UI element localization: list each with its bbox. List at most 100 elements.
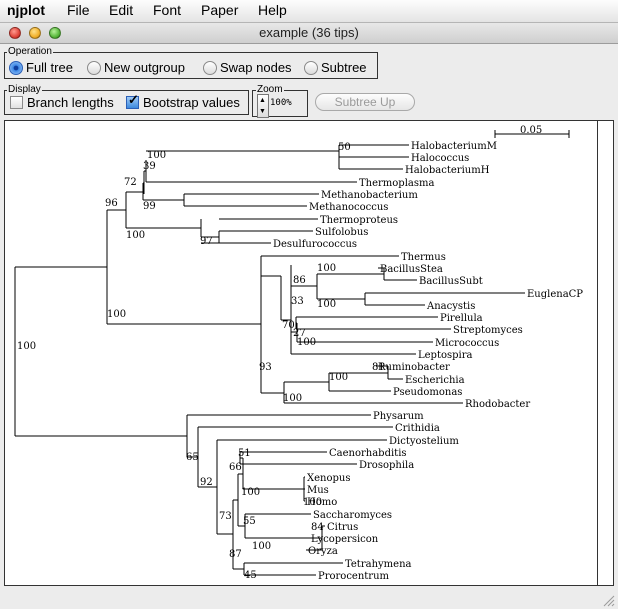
bootstrap-label: 100 (283, 393, 302, 404)
tip-label: Desulfurococcus (273, 239, 357, 250)
window-title-bar[interactable]: example (36 tips) (0, 23, 618, 44)
checkmark-icon: ✓ (128, 92, 139, 107)
resize-grip-icon[interactable] (600, 592, 615, 607)
bootstrap-label: 45 (244, 570, 257, 581)
bootstrap-label: 50 (338, 142, 351, 153)
tip-label: Lycopersicon (311, 534, 379, 545)
tip-label: Drosophila (359, 460, 414, 471)
bootstrap-label: 51 (238, 448, 251, 459)
zoom-down-arrow-icon[interactable]: ▼ (259, 108, 266, 115)
tip-label: Ruminobacter (378, 362, 450, 373)
operation-group-label: Operation (7, 46, 53, 57)
subtree-up-button[interactable]: Subtree Up (315, 93, 415, 111)
bootstrap-label: 72 (124, 177, 137, 188)
bootstrap-label: 99 (143, 201, 156, 212)
bootstrap-label: 86 (293, 275, 306, 286)
tip-label: Rhodobacter (465, 399, 530, 410)
bootstrap-label: 100 (126, 230, 145, 241)
tip-label: Streptomyces (453, 325, 523, 336)
tip-label: Dictyostelium (389, 436, 459, 447)
tip-label: HalobacteriumH (405, 165, 490, 176)
bootstrap-values-checkbox[interactable]: ✓ (126, 92, 139, 109)
bootstrap-values-label[interactable]: Bootstrap values (143, 95, 240, 110)
tip-label: Mus (307, 485, 329, 496)
menu-edit[interactable]: Edit (109, 2, 134, 18)
window-title: example (36 tips) (259, 25, 359, 40)
bootstrap-label: 97 (200, 236, 213, 247)
bootstrap-label: 73 (219, 511, 232, 522)
tip-label: Pseudomonas (393, 387, 462, 398)
full-tree-label[interactable]: Full tree (26, 60, 73, 75)
bootstrap-label: 65 (186, 452, 199, 463)
swap-nodes-label[interactable]: Swap nodes (220, 60, 292, 75)
bootstrap-label: 100 (147, 150, 166, 161)
menu-app-njplot[interactable]: njplot (7, 2, 46, 18)
tip-label: Leptospira (418, 350, 473, 361)
menu-bar: njplot File Edit Font Paper Help (0, 0, 618, 23)
bootstrap-label: 33 (291, 296, 304, 307)
swap-nodes-radio[interactable] (203, 61, 217, 75)
zoom-stepper[interactable]: ▲ ▼ (257, 94, 269, 118)
tip-label: Oryza (308, 546, 338, 557)
bootstrap-label: 96 (105, 198, 118, 209)
branch-lengths-label[interactable]: Branch lengths (27, 95, 114, 110)
vertical-scrollbar[interactable] (597, 121, 613, 585)
close-window-icon[interactable] (9, 27, 21, 39)
bootstrap-label: 39 (143, 161, 156, 172)
tip-label: Thermoproteus (320, 215, 398, 226)
tip-label: Methanobacterium (321, 190, 418, 201)
tip-label: Micrococcus (435, 338, 499, 349)
bootstrap-label: 100 (252, 541, 271, 552)
tip-label: Homo (307, 497, 337, 508)
bootstrap-label: 100 (303, 497, 322, 508)
new-outgroup-radio[interactable] (87, 61, 101, 75)
menu-help[interactable]: Help (258, 2, 287, 18)
full-tree-radio[interactable] (9, 61, 23, 75)
bootstrap-label: 55 (243, 516, 256, 527)
tip-label: Thermus (401, 252, 446, 263)
tip-label: Sulfolobus (315, 227, 368, 238)
new-outgroup-label[interactable]: New outgroup (104, 60, 185, 75)
tip-label: Physarum (373, 411, 424, 422)
bootstrap-label: 100 (317, 263, 336, 274)
tip-label: Thermoplasma (359, 178, 434, 189)
tip-label: Anacystis (426, 301, 475, 312)
branch-lengths-checkbox[interactable] (10, 96, 23, 109)
operation-group (4, 52, 378, 79)
menu-paper[interactable]: Paper (201, 2, 239, 18)
bootstrap-label: 27 (293, 328, 306, 339)
bootstrap-label: 84 (311, 522, 324, 533)
tip-label: Halococcus (411, 153, 469, 164)
zoom-value: 100% (270, 98, 292, 108)
scale-bar-label: 0.05 (520, 125, 542, 136)
minimize-window-icon[interactable] (29, 27, 41, 39)
bootstrap-label: 100 (317, 299, 336, 310)
tip-label: Crithidia (395, 423, 440, 434)
tip-label: Pirellula (440, 313, 483, 324)
tip-label: Methanococcus (309, 202, 388, 213)
bootstrap-label: 70 (282, 320, 295, 331)
tip-label: Xenopus (307, 473, 350, 484)
zoom-up-arrow-icon[interactable]: ▲ (259, 97, 266, 104)
tip-label: BacillusSubt (419, 276, 483, 287)
menu-font[interactable]: Font (153, 2, 182, 18)
menu-file[interactable]: File (67, 2, 90, 18)
tip-label: EuglenaCP (527, 289, 583, 300)
tip-label: Citrus (327, 522, 358, 533)
zoom-window-icon[interactable] (49, 27, 61, 39)
tip-label: Escherichia (405, 375, 465, 386)
tip-label: Prorocentrum (318, 571, 390, 582)
tip-label: Saccharomyces (313, 510, 392, 521)
tip-label: HalobacteriumM (411, 141, 497, 152)
subtree-radio[interactable] (304, 61, 318, 75)
bootstrap-label: 66 (229, 462, 242, 473)
bootstrap-label: 87 (229, 549, 242, 560)
display-group (4, 90, 249, 115)
subtree-label[interactable]: Subtree (321, 60, 367, 75)
tip-label: BacillusStea (380, 264, 443, 275)
zoom-group-label: Zoom (256, 84, 284, 95)
bootstrap-label: 100 (107, 309, 126, 320)
bootstrap-label: 93 (259, 362, 272, 373)
